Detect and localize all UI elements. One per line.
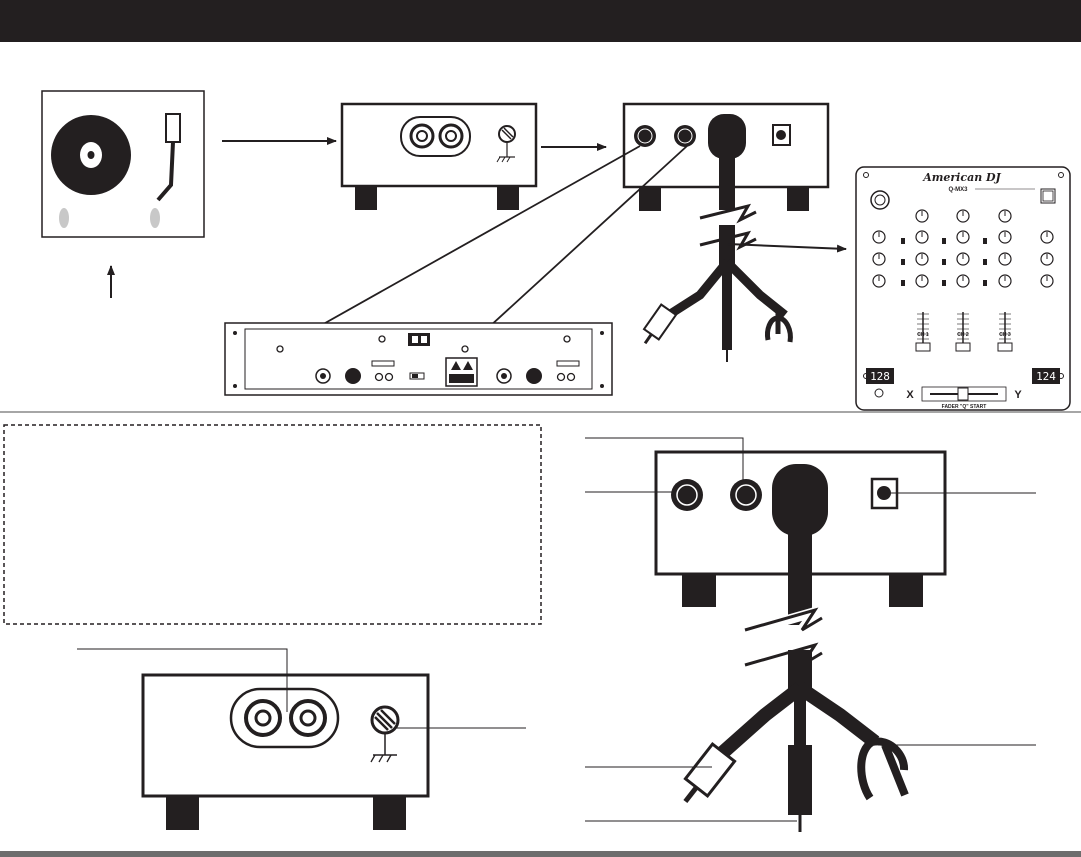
- mixer-button: [901, 238, 905, 244]
- fader-cap: [915, 342, 931, 352]
- header-bar: [0, 0, 1081, 42]
- turntable-illustration: [41, 90, 205, 238]
- callout-lines-power: [585, 437, 1036, 822]
- mixer-button: [901, 259, 905, 265]
- mixer-brand-logo: American DJ: [922, 171, 1001, 184]
- fader-cap: [997, 342, 1013, 352]
- channel-label: CH 2: [957, 332, 969, 338]
- fader-start-label: FADER "Q" START: [942, 404, 987, 410]
- bpm-display-left: 128: [870, 370, 890, 383]
- mixer-button: [901, 280, 905, 286]
- mixer-button: [983, 238, 987, 244]
- phono-preamp-small: [340, 102, 538, 210]
- mixer-button: [942, 280, 946, 286]
- note-box: [3, 424, 542, 625]
- mixer-button: [983, 280, 987, 286]
- mixer-button: [983, 259, 987, 265]
- fader-cap: [955, 342, 971, 352]
- crossfader-x-label: X: [906, 389, 914, 401]
- channel-label: CH 3: [999, 332, 1011, 338]
- channel-label: CH 1: [917, 332, 929, 338]
- callout-lines-preamp: [77, 648, 526, 729]
- bpm-display-right: 124: [1036, 370, 1056, 383]
- mixer-button: [942, 259, 946, 265]
- rack-unit-rear-panel: [224, 322, 613, 396]
- mixer-button: [942, 238, 946, 244]
- mixer-model: Q-MX3: [948, 187, 968, 193]
- crossfader-y-label: Y: [1014, 389, 1022, 401]
- footer-bar: [0, 851, 1081, 857]
- phono-preamp-large: [141, 673, 430, 830]
- power-supply-large: [654, 450, 947, 832]
- mixer-illustration: American DJ Q-MX3 CH 1 CH 2 CH 3 128 124…: [855, 166, 1071, 411]
- power-supply-small: [622, 102, 830, 362]
